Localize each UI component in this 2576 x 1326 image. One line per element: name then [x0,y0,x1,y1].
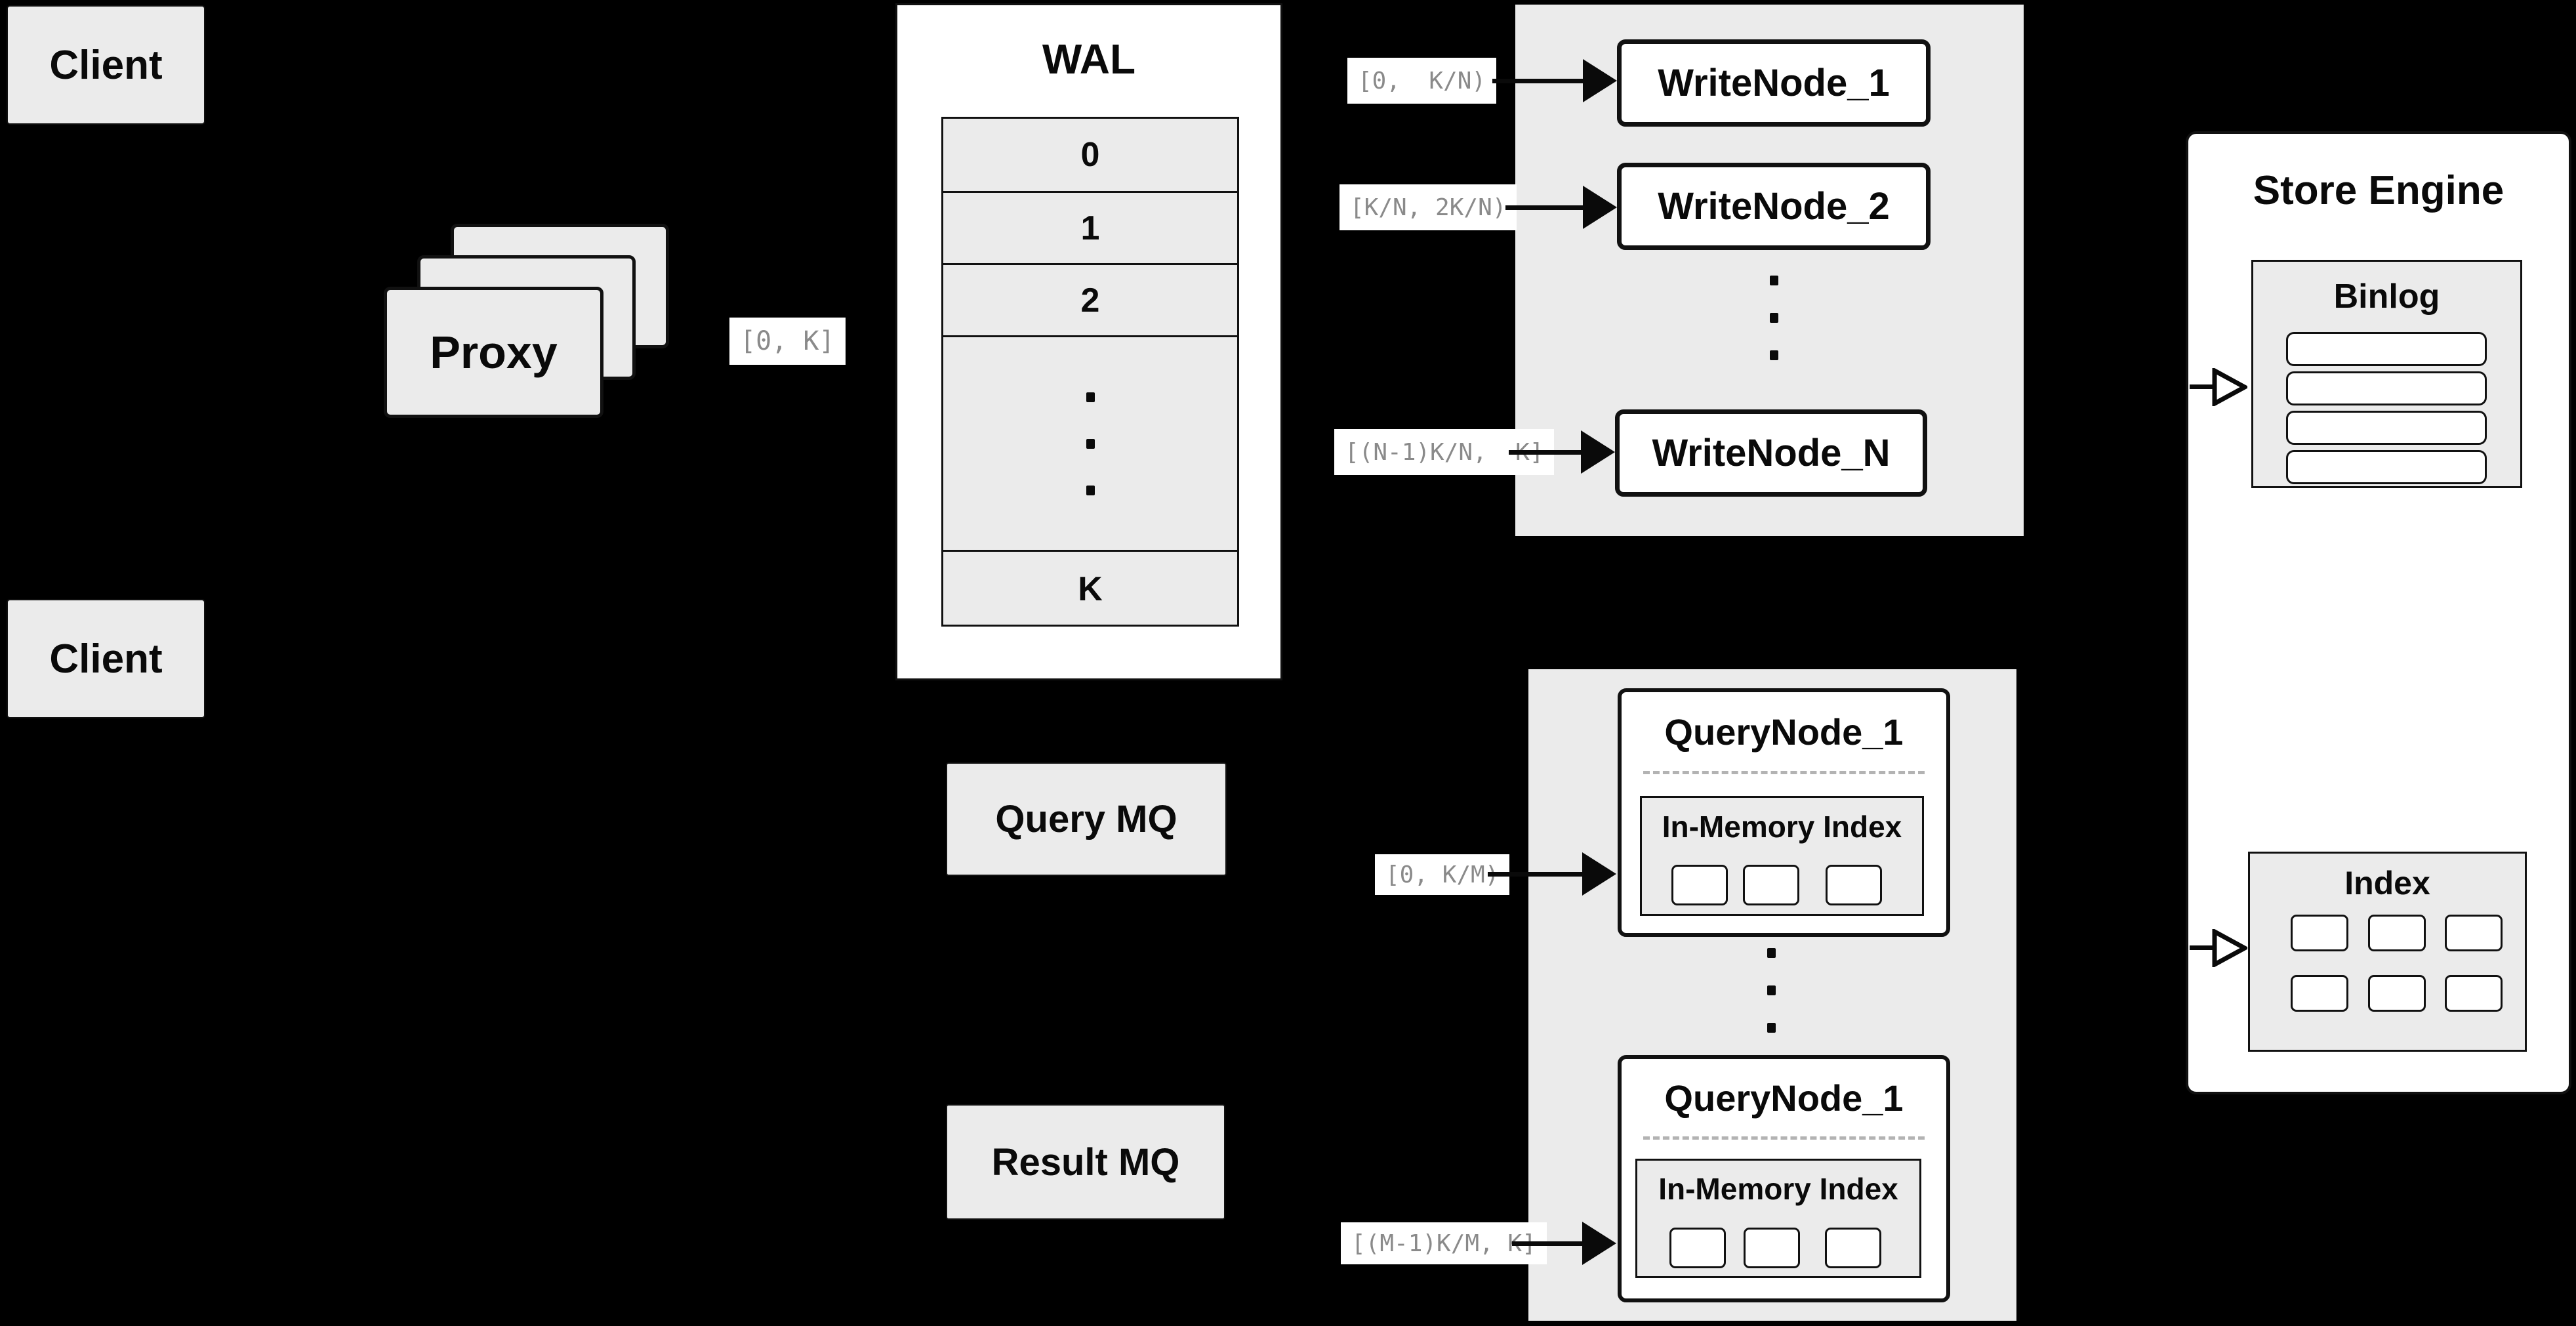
in-memory-index-top-title: In-Memory Index [1662,810,1902,844]
store-engine-title-wrap: Store Engine [2186,161,2571,220]
arrow-line [1505,205,1587,210]
binlog-row [2286,371,2487,405]
hollow-arrowhead-icon [2212,929,2247,967]
query-mq-box: Query MQ [946,762,1227,876]
arrow-line [1492,79,1587,83]
query-range-label-1: [0, K/M) [1375,854,1510,895]
client-bottom-box: Client [7,599,205,718]
index-cell [2291,975,2348,1012]
index-cell [2368,975,2426,1012]
binlog-row [2286,411,2487,445]
segment-cell [1671,865,1728,905]
wal-row: 0 [1080,136,1100,174]
arrowhead-icon [1583,186,1617,229]
result-mq-box: Result MQ [946,1104,1225,1220]
query-node-top-title: QueryNode_1 [1664,711,1904,753]
index-cell [2291,915,2348,951]
segment-cell [1743,865,1799,905]
vertical-ellipsis-icon [1770,276,1778,360]
dashed-divider [1643,771,1925,774]
in-memory-index-bottom-title: In-Memory Index [1658,1172,1898,1206]
client-bottom-label: Client [49,636,163,682]
query-mq-label: Query MQ [995,798,1177,840]
write-range-label-1: [0, K/N) [1347,58,1497,104]
write-node-1-box: WriteNode_1 [1617,39,1931,127]
index-title: Index [2344,865,2430,901]
arrow-line [2190,384,2216,389]
arrowhead-icon [1582,852,1616,896]
arrow-line [1512,1241,1586,1246]
wal-row: 2 [943,263,1237,335]
wal-row-k: K [943,550,1237,627]
arrow-line [1488,872,1586,877]
client-top-box: Client [7,5,205,125]
binlog-row [2286,450,2487,484]
index-cell [2445,915,2503,951]
binlog-row [2286,332,2487,366]
vertical-ellipsis-icon [1767,948,1776,1033]
arrow-line [2190,945,2216,950]
proxy-card-front: Proxy [384,287,603,418]
write-range-label-2: [K/N, 2K/N) [1339,184,1517,230]
proxy-range-label: [0, K] [729,318,846,365]
write-node-2-label: WriteNode_2 [1658,185,1890,228]
write-node-n-label: WriteNode_N [1652,432,1891,474]
segment-cell [1669,1228,1726,1268]
segment-cell [1744,1228,1800,1268]
wal-log-table: 0 1 2 K [941,117,1239,627]
store-engine-title: Store Engine [2253,167,2504,213]
wal-row: 1 [943,191,1237,263]
arrowhead-icon [1582,1222,1616,1265]
segment-cell [1826,865,1882,905]
query-node-bottom-title: QueryNode_1 [1664,1077,1904,1119]
dashed-divider [1643,1136,1925,1140]
vertical-ellipsis-icon [1086,392,1095,495]
arrowhead-icon [1583,59,1617,102]
binlog-title: Binlog [2333,277,2440,316]
segment-cell [1825,1228,1881,1268]
result-mq-label: Result MQ [991,1140,1180,1184]
wal-title-wrap: WAL [895,30,1282,89]
hollow-arrowhead-icon [2212,368,2247,406]
write-node-n-box: WriteNode_N [1615,409,1927,497]
wal-ellipsis-cell [943,335,1237,550]
write-node-2-box: WriteNode_2 [1617,163,1931,250]
client-top-label: Client [49,42,163,88]
arrow-line [1509,450,1586,455]
write-node-1-label: WriteNode_1 [1658,62,1890,104]
index-cell [2368,915,2426,951]
wal-title: WAL [1042,35,1136,83]
arrowhead-icon [1581,430,1615,474]
index-box: Index [2248,852,2527,1052]
proxy-label: Proxy [430,327,558,378]
index-cell [2445,975,2503,1012]
